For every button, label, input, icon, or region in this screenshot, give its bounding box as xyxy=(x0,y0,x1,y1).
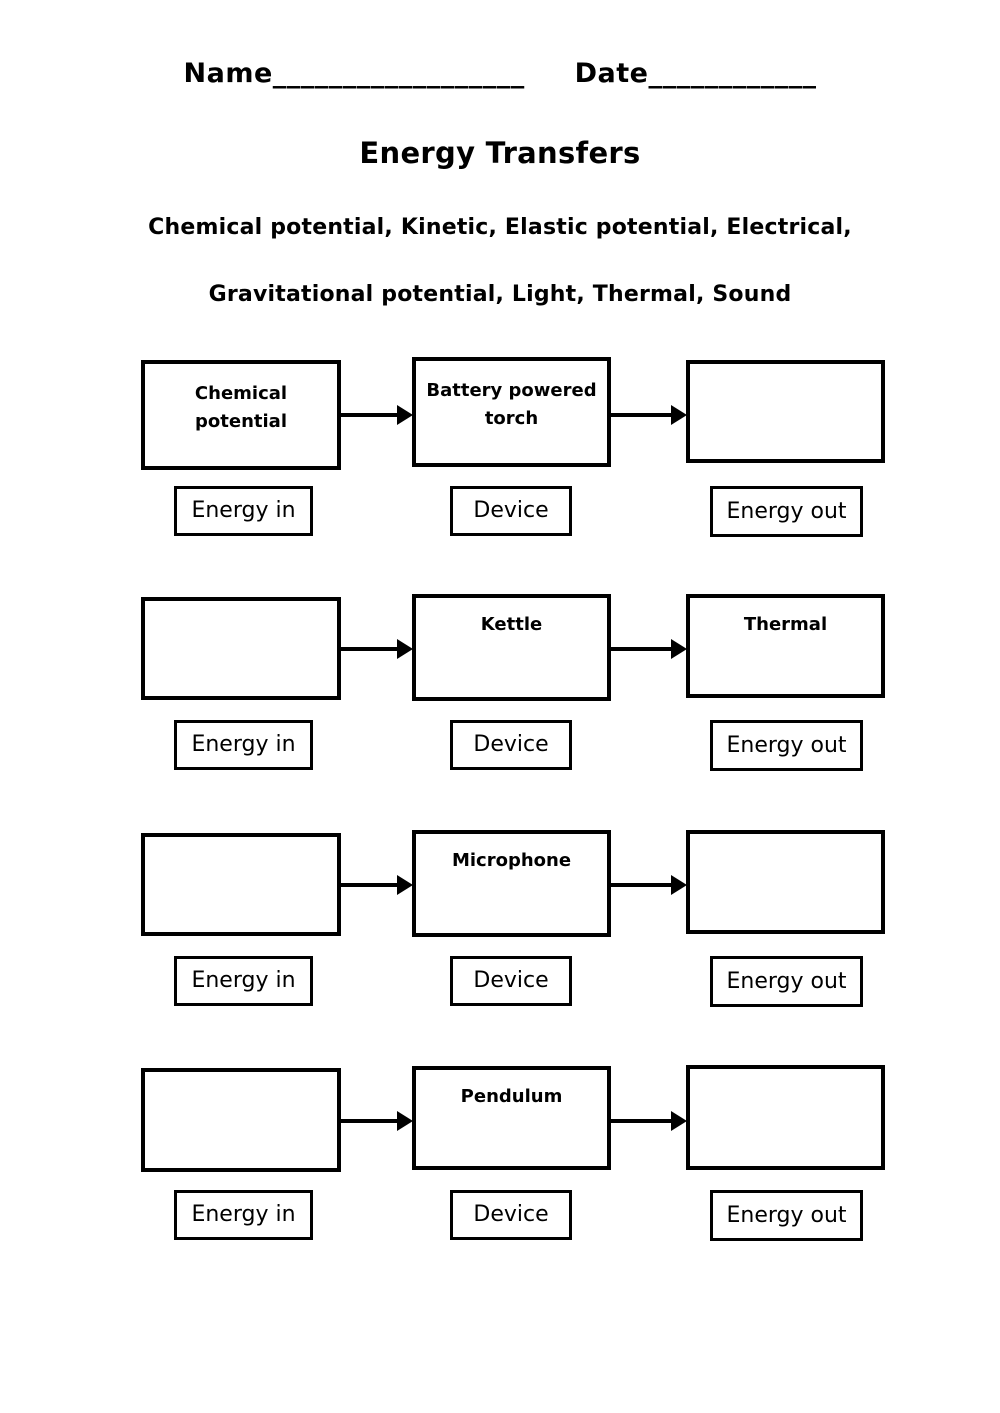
device-box-row-1[interactable]: Battery powered torch xyxy=(412,357,611,467)
label-energy-out-row-2: Energy out xyxy=(710,720,863,771)
date-label: Date xyxy=(574,58,649,89)
label-energy-in-row-2: Energy in xyxy=(174,720,313,770)
label-device-row-3: Device xyxy=(450,956,572,1006)
arrow-device-to-out-row-2 xyxy=(611,639,687,659)
device-name-row-3: Microphone xyxy=(451,850,572,871)
energy-in-answer-row-2 xyxy=(145,601,337,614)
name-label: Name xyxy=(183,58,273,89)
arrow-in-to-device-row-3 xyxy=(341,875,413,895)
transfer-row-3: Microphone Energy in Device Energy out xyxy=(0,830,1000,1033)
arrow-head xyxy=(397,1111,413,1131)
arrow-head xyxy=(671,639,687,659)
arrow-shaft xyxy=(611,883,673,887)
device-name-row-1: Battery powered torch xyxy=(426,380,597,429)
transfer-row-4: Pendulum Energy in Device Energy out xyxy=(0,1065,1000,1268)
arrow-head xyxy=(397,875,413,895)
arrow-device-to-out-row-1 xyxy=(611,405,687,425)
arrow-shaft xyxy=(341,883,399,887)
label-energy-in-row-1: Energy in xyxy=(174,486,313,536)
word-bank-line-1: Chemical potential, Kinetic, Elastic pot… xyxy=(148,215,852,240)
device-box-row-4[interactable]: Pendulum xyxy=(412,1066,611,1170)
device-name-row-4: Pendulum xyxy=(460,1086,563,1107)
arrow-head xyxy=(671,405,687,425)
energy-out-answer-row-3 xyxy=(690,834,881,847)
label-device-row-2: Device xyxy=(450,720,572,770)
arrow-head xyxy=(397,639,413,659)
page-title: Energy Transfers xyxy=(359,136,641,170)
energy-out-answer-row-2: Thermal xyxy=(743,614,828,635)
device-box-row-2[interactable]: Kettle xyxy=(412,594,611,701)
label-energy-in-row-4: Energy in xyxy=(174,1190,313,1240)
arrow-in-to-device-row-1 xyxy=(341,405,413,425)
energy-out-box-row-1[interactable] xyxy=(686,360,885,463)
label-energy-out-row-3: Energy out xyxy=(710,956,863,1007)
arrow-shaft xyxy=(341,413,399,417)
arrow-in-to-device-row-4 xyxy=(341,1111,413,1131)
device-box-row-3[interactable]: Microphone xyxy=(412,830,611,937)
arrow-shaft xyxy=(341,647,399,651)
date-field[interactable]: Date____________ xyxy=(575,58,817,89)
arrow-shaft xyxy=(611,413,673,417)
name-blank-line: __________________ xyxy=(272,58,525,89)
energy-in-answer-row-4 xyxy=(145,1072,337,1085)
name-date-line: Name__________________ Date____________ xyxy=(0,58,1000,89)
arrow-shaft xyxy=(341,1119,399,1123)
label-device-row-4: Device xyxy=(450,1190,572,1240)
name-field[interactable]: Name__________________ xyxy=(184,58,525,89)
arrow-device-to-out-row-4 xyxy=(611,1111,687,1131)
label-energy-out-row-4: Energy out xyxy=(710,1190,863,1241)
label-energy-out-row-1: Energy out xyxy=(710,486,863,537)
energy-out-box-row-3[interactable] xyxy=(686,830,885,934)
energy-in-answer-row-1: Chemical potential xyxy=(194,383,288,432)
energy-in-box-row-4[interactable] xyxy=(141,1068,341,1172)
date-blank-line: ____________ xyxy=(648,58,817,89)
energy-in-box-row-2[interactable] xyxy=(141,597,341,700)
label-device-row-1: Device xyxy=(450,486,572,536)
transfer-row-1: Chemical potential Battery powered torch… xyxy=(0,357,1000,560)
energy-in-answer-row-3 xyxy=(145,837,337,850)
arrow-head xyxy=(671,1111,687,1131)
device-name-row-2: Kettle xyxy=(480,614,543,635)
arrow-head xyxy=(397,405,413,425)
word-bank-line-2: Gravitational potential, Light, Thermal,… xyxy=(208,282,792,307)
energy-out-answer-row-1 xyxy=(690,364,881,377)
energy-in-box-row-1[interactable]: Chemical potential xyxy=(141,360,341,470)
energy-out-answer-row-4 xyxy=(690,1069,881,1082)
arrow-shaft xyxy=(611,647,673,651)
energy-out-box-row-2[interactable]: Thermal xyxy=(686,594,885,698)
arrow-shaft xyxy=(611,1119,673,1123)
energy-out-box-row-4[interactable] xyxy=(686,1065,885,1170)
energy-in-box-row-3[interactable] xyxy=(141,833,341,936)
arrow-device-to-out-row-3 xyxy=(611,875,687,895)
arrow-head xyxy=(671,875,687,895)
transfer-row-2: Kettle Thermal Energy in Device Energy o… xyxy=(0,594,1000,797)
arrow-in-to-device-row-2 xyxy=(341,639,413,659)
label-energy-in-row-3: Energy in xyxy=(174,956,313,1006)
